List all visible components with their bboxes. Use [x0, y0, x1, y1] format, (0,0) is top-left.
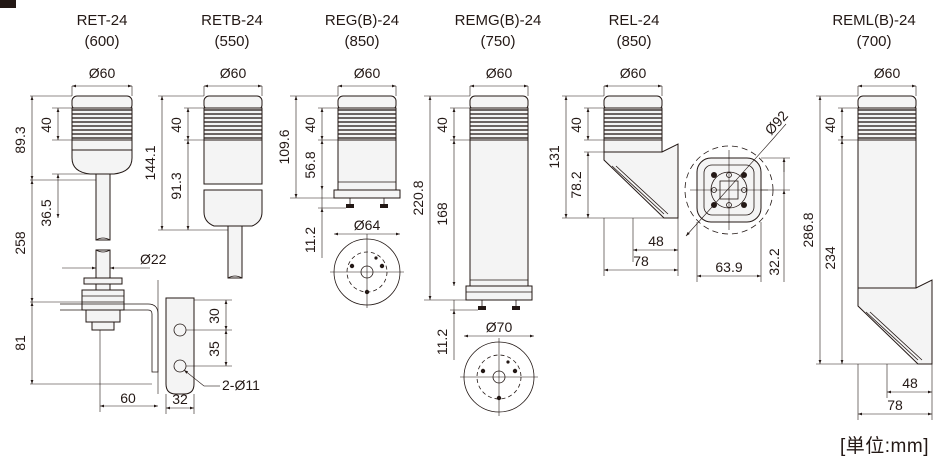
dim-reg-dia64: Ø64: [354, 217, 381, 233]
model-title-rel: REL-24: [609, 12, 660, 29]
drawing-reml-24: Ø60 286.8 40 234 48 78: [800, 65, 933, 420]
model-title-reml: REML(B)-24: [832, 12, 915, 29]
dim-ret-w32: 32: [172, 391, 188, 407]
model-weight-ret: (600): [84, 33, 119, 50]
dim-reml-w48: 48: [902, 375, 918, 391]
dim-ret-holes: 2-Ø11: [222, 377, 260, 393]
dim-rel-h131: 131: [546, 145, 562, 169]
model-weight-reg: (850): [344, 33, 379, 50]
dim-reml-h2868: 286.8: [800, 212, 816, 247]
dim-remg-h112: 11.2: [434, 329, 450, 355]
dim-ret-dia60: Ø60: [89, 65, 116, 81]
dim-rel-w639: 63.9: [715, 259, 742, 275]
unit-label: [単位:mm]: [840, 436, 929, 457]
dim-rel-dia60: Ø60: [620, 65, 647, 81]
model-title-ret: RET-24: [77, 12, 128, 29]
dim-reg-h1096: 109.6: [276, 129, 292, 164]
drawing-ret-24: Ø60 89.3 258 81 40 36.5: [12, 65, 260, 414]
dim-ret-h258: 258: [12, 231, 28, 255]
dim-ret-h893: 89.3: [12, 126, 28, 153]
drawing-remg-24: Ø60 220.8 40 168 11.2 Ø70: [410, 65, 538, 416]
dim-remg-dia60: Ø60: [486, 65, 513, 81]
model-weight-retb: (550): [214, 33, 249, 50]
dim-ret-h365: 36.5: [38, 199, 54, 226]
dim-reg-h568: 56.8: [302, 151, 318, 178]
model-title-reg: REG(B)-24: [325, 12, 399, 29]
dim-rel-w48: 48: [648, 233, 664, 249]
dim-remg-h40: 40: [434, 117, 450, 133]
dim-remg-h168: 168: [434, 202, 450, 226]
model-title-retb: RETB-24: [201, 12, 263, 29]
dim-ret-dia22: Ø22: [140, 251, 167, 267]
dim-retb-h913: 91.3: [168, 172, 184, 199]
dim-ret-h30: 30: [206, 308, 222, 324]
titles: RET-24 (600) RETB-24 (550) REG(B)-24 (85…: [77, 12, 916, 50]
dim-retb-h1441: 144.1: [142, 145, 158, 180]
dim-reml-dia60: Ø60: [874, 65, 901, 81]
dim-rel-w78: 78: [633, 253, 649, 269]
dim-rel-dia92: Ø92: [761, 107, 791, 138]
dim-reml-h40: 40: [822, 117, 838, 133]
dim-rel-h322: 32.2: [766, 248, 782, 275]
dim-retb-h40: 40: [168, 117, 184, 133]
dim-ret-w60: 60: [120, 390, 136, 406]
dim-reml-w78: 78: [887, 397, 903, 413]
dim-ret-h35: 35: [206, 341, 222, 357]
dim-rel-h782: 78.2: [568, 171, 584, 198]
dim-remg-h2208: 220.8: [410, 180, 426, 215]
dim-reg-dia60: Ø60: [354, 65, 381, 81]
corner-marker: [0, 0, 16, 8]
dim-reg-h112: 11.2: [302, 227, 318, 253]
dim-reml-h234: 234: [822, 246, 838, 270]
model-weight-rel: (850): [616, 33, 651, 50]
dim-ret-h81: 81: [12, 335, 28, 351]
drawing-retb-24: Ø60 144.1 40 91.3: [142, 65, 263, 279]
model-title-remg: REMG(B)-24: [455, 12, 542, 29]
model-weight-reml: (700): [856, 33, 891, 50]
dim-reg-h40: 40: [302, 117, 318, 133]
dim-retb-dia60: Ø60: [220, 65, 247, 81]
dim-ret-h40: 40: [38, 117, 54, 133]
drawing-rel-24: Ø60 131 40 78.2 48 78: [546, 65, 791, 282]
dim-rel-h40: 40: [568, 117, 584, 133]
model-weight-remg: (750): [480, 33, 515, 50]
dim-remg-dia70: Ø70: [486, 319, 513, 335]
drawing-reg-24: Ø60 109.6 40 56.8 11.2 Ø64: [276, 65, 404, 308]
